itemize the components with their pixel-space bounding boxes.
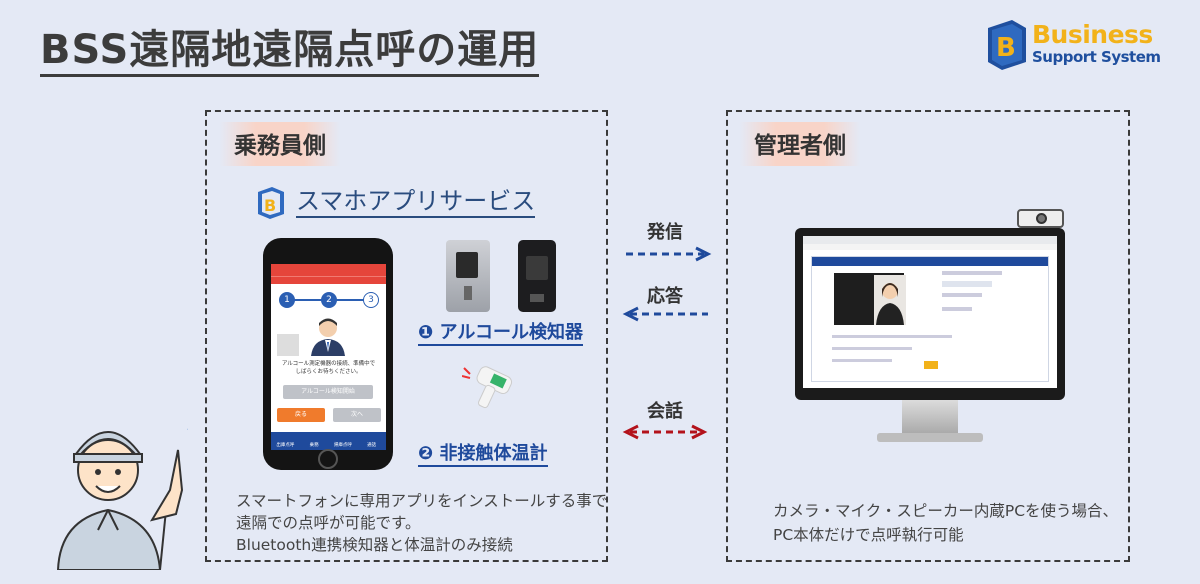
send-label: 発信: [647, 222, 683, 243]
monitor-stand: [902, 400, 958, 434]
phone-bottom-nav: 出庫点呼 乗務 帰庫点呼 通話: [271, 432, 386, 450]
talk-label: 会話: [647, 401, 683, 422]
answer-label: 応答: [647, 286, 683, 307]
svg-text:B: B: [996, 33, 1016, 63]
nav-call[interactable]: 通話: [367, 443, 377, 448]
nav-departure[interactable]: 出庫点呼: [276, 443, 295, 448]
nav-duty[interactable]: 乗務: [309, 443, 319, 448]
alcohol-detector-white: [446, 240, 490, 312]
answer-arrow-icon: [622, 306, 708, 322]
app-service-title: スマホアプリサービス: [296, 186, 536, 218]
svg-text:B: B: [264, 196, 276, 215]
wait-message: アルコール測定機器の接続、準備中で しばらくお待ちください。: [281, 361, 376, 375]
webcam: [1017, 209, 1064, 228]
page-title: BSS遠隔地遠隔点呼の運用: [40, 28, 540, 77]
manager-side-panel: [726, 110, 1130, 562]
alcohol-check-button[interactable]: アルコール検知開始: [283, 385, 373, 399]
step-3: 3: [363, 292, 379, 308]
send-arrow-icon: [626, 246, 712, 262]
talk-arrow-icon: [622, 424, 708, 440]
worker-illustration-icon: [56, 428, 188, 570]
driver-side-description: スマートフォンに専用アプリをインストールする事で 遠隔での点呼が可能です。 Bl…: [236, 492, 608, 554]
app-logo-icon: B: [258, 187, 284, 219]
driver-side-panel: [205, 110, 608, 562]
step-2: 2: [321, 292, 337, 308]
manager-side-description: カメラ・マイク・スピーカー内蔵PCを使う場合、 PC本体だけで点呼執行可能: [773, 502, 1119, 544]
thermometer-icon: [462, 366, 513, 409]
driver-avatar: [305, 316, 351, 356]
bss-logo-icon: B: [988, 20, 1026, 70]
logo-text-support: Support System: [1032, 48, 1161, 66]
monitor-screen: [803, 236, 1057, 388]
alcohol-detector-label[interactable]: ❶ アルコール検知器: [418, 322, 583, 346]
thermometer-label[interactable]: ❷ 非接触体温計: [418, 443, 548, 467]
monitor-base: [877, 433, 983, 442]
driver-side-heading: 乗務員側: [220, 122, 340, 166]
step-1: 1: [279, 292, 295, 308]
next-button[interactable]: 次へ: [333, 408, 381, 422]
camera-preview: [277, 334, 299, 356]
logo-text-business: Business: [1032, 20, 1153, 49]
alcohol-detector-black: [518, 240, 556, 312]
step-indicator: 1 2 3: [279, 292, 379, 308]
phone-screen: 1 2 3 アルコール測定機器の接続、準備中で しばらくお待ちください。 アルコ…: [271, 264, 386, 450]
nav-return[interactable]: 帰庫点呼: [333, 443, 352, 448]
home-button: [318, 449, 338, 469]
back-button[interactable]: 戻る: [277, 408, 325, 422]
manager-side-heading: 管理者側: [740, 122, 860, 166]
